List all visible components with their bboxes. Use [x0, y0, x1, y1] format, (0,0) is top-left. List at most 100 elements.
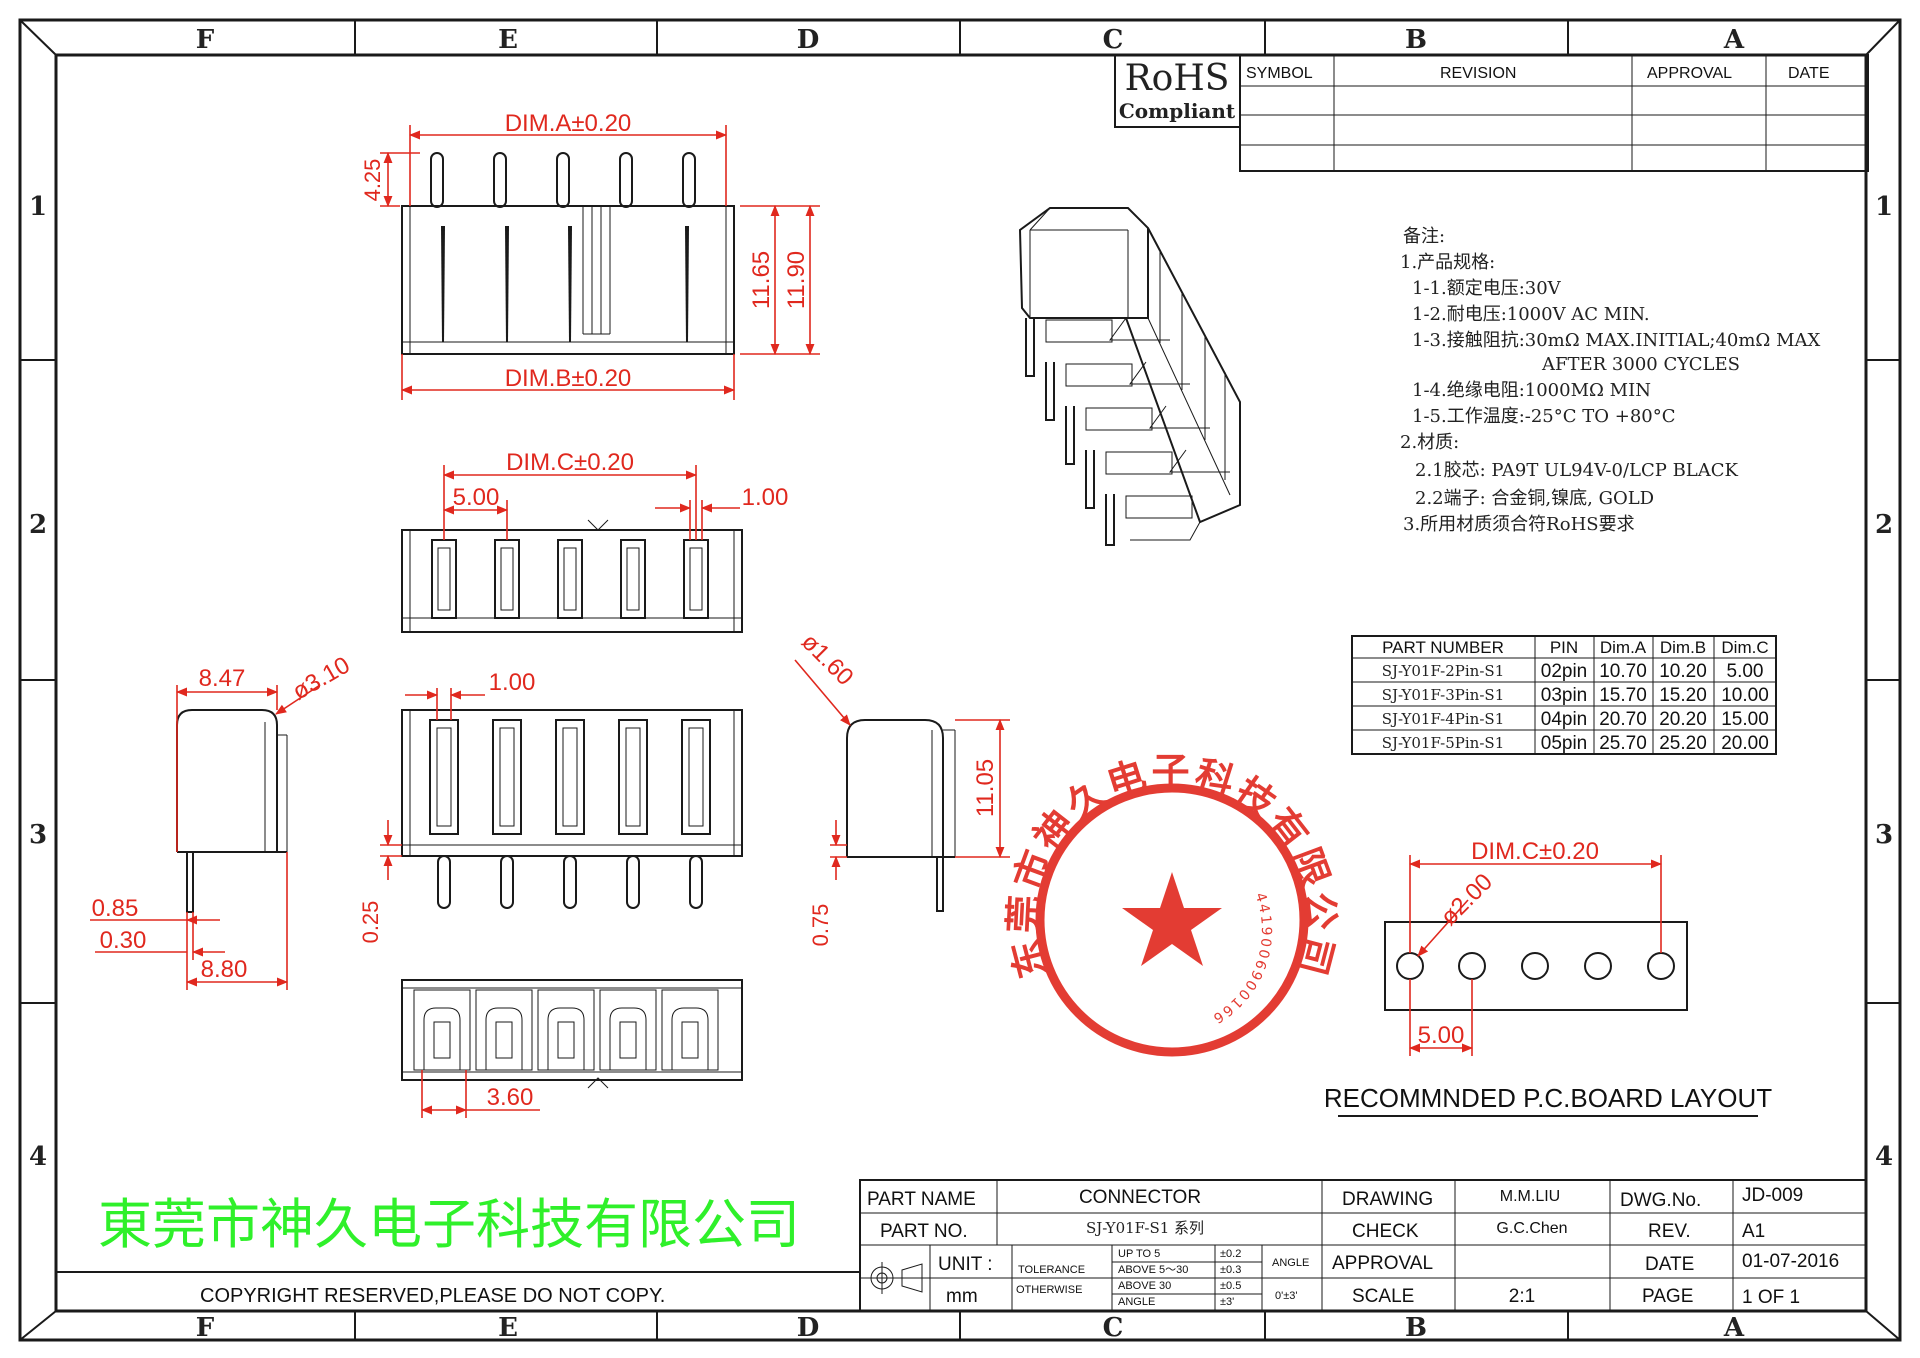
tb-tol-up-to-5: UP TO 5: [1118, 1248, 1160, 1260]
tb-dwg-no: JD-009: [1742, 1185, 1803, 1206]
pt-r2-dimc: 10.00: [1721, 685, 1769, 706]
left-side-view: 8.47 ø3.10 0.85 0.30 8.80: [90, 651, 355, 990]
notes-line-8: 2.材质:: [1400, 432, 1459, 453]
right-side-view: ø1.60 11.05 0.75: [794, 628, 1010, 947]
top-view-slots: [441, 226, 689, 342]
notes-line-4: 1-3.接触阻抗:30mΩ MAX.INITIAL;40mΩ MAX: [1412, 330, 1821, 351]
pt-header-dimc: Dim.C: [1721, 638, 1768, 657]
rohs-mark: RoHS: [1125, 58, 1230, 99]
top-view: DIM.A±0.20 DIM.B±0.20 4.25 11.65 11.90: [360, 110, 820, 400]
tb-otherwise: OTHERWISE: [1016, 1284, 1082, 1296]
tb-tol-above-30: ABOVE 30: [1118, 1280, 1171, 1292]
isometric-view: [1018, 207, 1241, 546]
dim-0-75: 0.75: [808, 904, 833, 947]
pt-header-dimb: Dim.B: [1660, 638, 1706, 657]
col-label-top-c: C: [1103, 25, 1124, 55]
tb-part-name-label: PART NAME: [867, 1189, 976, 1210]
tb-date-label: DATE: [1645, 1254, 1694, 1275]
pt-header-dima: Dim.A: [1600, 638, 1647, 657]
notes-line-10: 2.2端子: 合金铜,镍底, GOLD: [1415, 488, 1654, 509]
front-view: DIM.C±0.20 5.00 1.00: [401, 449, 789, 633]
tb-tol-angle: ANGLE: [1118, 1296, 1155, 1308]
pt-r3-dimb: 20.20: [1659, 709, 1707, 730]
col-label-bottom-f: F: [196, 1313, 215, 1343]
tb-part-no: SJ-Y01F-S1 系列: [1086, 1219, 1204, 1237]
copyright-notice: COPYRIGHT RESERVED,PLEASE DO NOT COPY.: [200, 1285, 665, 1307]
bottom-view: 3.60: [401, 979, 743, 1118]
tb-tol-3deg: ±3': [1220, 1296, 1234, 1308]
pcb-pitch: 5.00: [1418, 1022, 1465, 1049]
tb-check-by: G.C.Chen: [1496, 1220, 1567, 1237]
notes-line-1: 1.产品规格:: [1400, 252, 1495, 273]
tb-page: 1 OF 1: [1742, 1287, 1800, 1308]
pt-r2-dimb: 15.20: [1659, 685, 1707, 706]
rohs-compliant: Compliant: [1119, 99, 1236, 123]
dim-0-25: 0.25: [358, 901, 383, 944]
col-label-bottom-b: B: [1405, 1313, 1427, 1343]
notes-line-5: AFTER 3000 CYCLES: [1541, 354, 1740, 375]
notes-line-9: 2.1胶芯: PA9T UL94V-0/LCP BLACK: [1415, 460, 1739, 481]
notes-line-11: 3.所用材质须合符RoHS要求: [1403, 514, 1635, 535]
svg-text:东莞市神久电子科技有限公司: 东莞市神久电子科技有限公司: [1000, 749, 1344, 983]
tb-tol-03: ±0.3: [1220, 1264, 1241, 1276]
tb-tol-02: ±0.2: [1220, 1248, 1241, 1260]
pt-r4-dimb: 25.20: [1659, 733, 1707, 754]
tb-dwg-label: DWG.No.: [1620, 1190, 1701, 1211]
tb-unit: mm: [946, 1286, 978, 1307]
pt-r1-dimb: 10.20: [1659, 661, 1707, 682]
pt-r3-pin: 04pin: [1541, 709, 1588, 730]
company-seal: 东莞市神久电子科技有限公司 4419006900166: [1000, 749, 1344, 1057]
pcb-layout: DIM.C±0.20 ø2.00 5.00 RECOMMNDED P.C.BOA…: [1324, 838, 1772, 1117]
tb-check-label: CHECK: [1352, 1221, 1419, 1242]
tb-page-label: PAGE: [1642, 1286, 1693, 1307]
pt-r1-part: SJ-Y01F-2Pin-S1: [1382, 662, 1504, 680]
row-label-right-3: 3: [1875, 820, 1893, 850]
pt-r1-dimc: 5.00: [1727, 661, 1764, 682]
pt-r1-pin: 02pin: [1541, 661, 1588, 682]
projection-symbol: [866, 1262, 923, 1294]
frame-column-labels: F E D C B A F E D C B A 1 2 3 4 1 2 3 4: [29, 25, 1893, 1343]
col-label-top-d: D: [797, 25, 820, 55]
dim-11-65: 11.65: [748, 251, 775, 309]
rev-header-date: DATE: [1788, 65, 1829, 82]
dim-pin-1-00: 1.00: [742, 484, 789, 511]
tb-drawing-label: DRAWING: [1342, 1189, 1433, 1210]
pt-r4-part: SJ-Y01F-5Pin-S1: [1382, 734, 1504, 752]
tb-unit-label: UNIT :: [938, 1254, 993, 1275]
row-label-right-4: 4: [1875, 1142, 1893, 1172]
row-label-left-4: 4: [29, 1142, 47, 1172]
dim-0-85: 0.85: [92, 895, 139, 922]
pt-r3-part: SJ-Y01F-4Pin-S1: [1382, 710, 1504, 728]
notes-line-3: 1-2.耐电压:1000V AC MIN.: [1412, 304, 1650, 325]
col-label-top-a: A: [1723, 25, 1745, 55]
notes-line-7: 1-5.工作温度:-25°C TO +80°C: [1412, 406, 1676, 427]
row-label-left-3: 3: [29, 820, 47, 850]
dim-r-1-60: ø1.60: [796, 628, 858, 690]
company-block: 東莞市神久电子科技有限公司 COPYRIGHT RESERVED,PLEASE …: [56, 1193, 860, 1307]
pt-header-pin: PIN: [1550, 638, 1578, 657]
dim-c-label: DIM.C±0.20: [506, 449, 634, 476]
title-block: PART NAME CONNECTOR PART NO. SJ-Y01F-S1 …: [859, 1179, 1867, 1312]
tb-part-no-label: PART NO.: [880, 1221, 968, 1242]
dim-r-3-10: ø3.10: [288, 651, 355, 705]
tb-scale-label: SCALE: [1352, 1286, 1414, 1307]
col-label-top-f: F: [196, 25, 215, 55]
revision-block: RoHS Compliant SYMBOL REVISION APPROVAL …: [1114, 54, 1869, 172]
dim-11-05: 11.05: [972, 759, 999, 817]
row-label-left-2: 2: [29, 510, 47, 540]
notes: 备注: 1.产品规格: 1-1.额定电压:30V 1-2.耐电压:1000V A…: [1400, 226, 1821, 535]
tb-rev-label: REV.: [1648, 1221, 1691, 1242]
col-label-bottom-c: C: [1103, 1313, 1124, 1343]
tb-part-name: CONNECTOR: [1079, 1187, 1201, 1208]
tb-angle-value: 0'±3': [1275, 1290, 1297, 1302]
pt-r4-dima: 25.70: [1599, 733, 1647, 754]
notes-line-2: 1-1.额定电压:30V: [1412, 278, 1562, 299]
dim-a-label: DIM.A±0.20: [505, 110, 632, 137]
dim-11-90: 11.90: [783, 251, 810, 309]
tb-approval-label: APPROVAL: [1332, 1253, 1433, 1274]
top-view-pins: [430, 152, 696, 208]
svg-text:4419006900166: 4419006900166: [1209, 891, 1274, 1027]
tb-tolerance: TOLERANCE: [1018, 1264, 1085, 1276]
company-name: 東莞市神久电子科技有限公司: [98, 1193, 800, 1256]
rev-header-approval: APPROVAL: [1647, 65, 1732, 82]
